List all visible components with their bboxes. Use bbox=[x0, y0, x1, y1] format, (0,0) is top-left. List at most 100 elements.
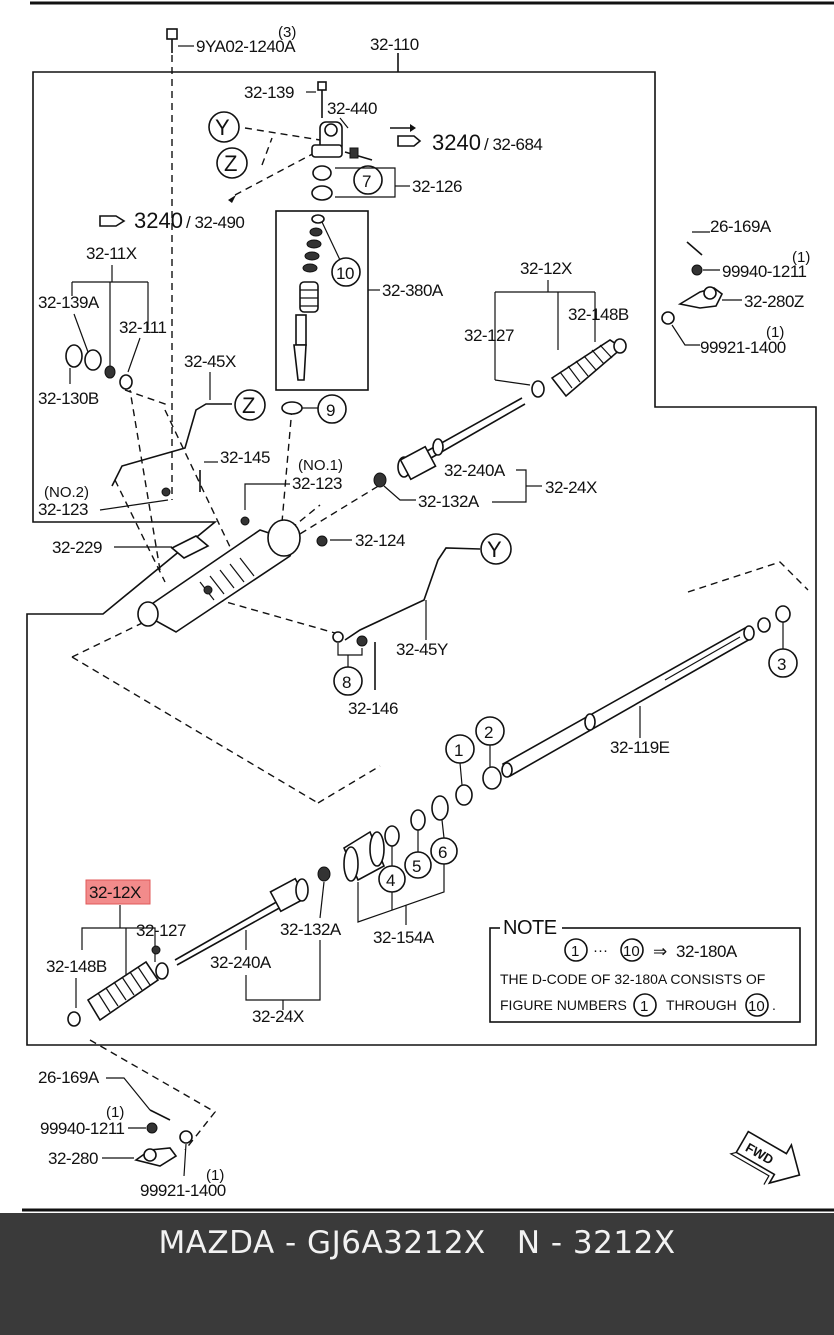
label-26-169a-bot: 26-169A bbox=[38, 1068, 100, 1087]
label-32-240a-top: 32-240A bbox=[444, 461, 506, 480]
label-32-280: 32-280 bbox=[48, 1149, 98, 1168]
bolt-9ya02 bbox=[166, 28, 194, 500]
pinion-stack bbox=[293, 214, 325, 381]
label-99921-qty-top: (1) bbox=[766, 324, 784, 341]
note-line2-start: 1 bbox=[640, 998, 648, 1015]
label-32-12x-top: 32-12X bbox=[520, 259, 572, 278]
highlight-box bbox=[85, 879, 151, 905]
label-32-24x-top: 32-24X bbox=[545, 478, 597, 497]
callout-y-top: Y bbox=[215, 115, 230, 140]
fwd-arrow-icon: FWD bbox=[729, 1130, 801, 1185]
note-range-end: 10 bbox=[623, 943, 640, 960]
note-range-dots: ··· bbox=[593, 942, 608, 959]
label-99940-qty-bot: (1) bbox=[106, 1104, 124, 1121]
label-32-240a-bot: 32-240A bbox=[210, 953, 272, 972]
label-32-139a: 32-139A bbox=[38, 293, 100, 312]
label-32-132a-top: 32-132A bbox=[418, 492, 480, 511]
label-32-110: 32-110 bbox=[370, 35, 419, 54]
seal-32-139a bbox=[65, 344, 133, 390]
callout-10: 10 bbox=[336, 264, 354, 283]
label-32-126: 32-126 bbox=[412, 177, 462, 196]
label-32-148b-top: 32-148B bbox=[568, 305, 629, 324]
note-line2-end: 10 bbox=[748, 998, 765, 1015]
label-9ya02-1240a: 9YA02-1240A bbox=[196, 37, 296, 56]
label-ref-32-490: / 32-490 bbox=[186, 213, 244, 232]
note-range-start: 1 bbox=[571, 943, 579, 960]
label-32-124: 32-124 bbox=[355, 531, 405, 550]
label-32-280z: 32-280Z bbox=[744, 292, 804, 311]
label-99921-1400-bot: 99921-1400 bbox=[140, 1181, 226, 1200]
label-ref-3240-top: 3240 bbox=[432, 130, 481, 155]
tie-rod-end-32-280z bbox=[677, 286, 724, 309]
note-target: 32-180A bbox=[676, 942, 738, 961]
label-32-11x: 32-11X bbox=[86, 244, 137, 263]
callout-8: 8 bbox=[342, 673, 351, 692]
label-32-132a-bot: 32-132A bbox=[280, 920, 342, 939]
callout-9: 9 bbox=[326, 401, 335, 420]
label-32-127-top: 32-127 bbox=[464, 326, 514, 345]
boot-32-12x-top bbox=[531, 338, 627, 398]
note-heading: NOTE bbox=[503, 917, 557, 939]
pointing-hand-icon-left bbox=[99, 215, 126, 227]
parts-diagram: 9YA02-1240A (3) 32-110 32-139 32-440 Y Z… bbox=[22, 1, 834, 1212]
label-32-45y: 32-45Y bbox=[396, 640, 448, 659]
note-line2b: THROUGH bbox=[666, 997, 737, 1013]
callout-3: 3 bbox=[777, 655, 786, 674]
label-32-24x-bot: 32-24X bbox=[252, 1007, 304, 1026]
label-99940-1211-bot: 99940-1211 bbox=[40, 1119, 125, 1138]
label-32-12x-highlight: 32-12X bbox=[89, 883, 141, 902]
label-32-440: 32-440 bbox=[327, 99, 377, 118]
label-9ya02-qty: (3) bbox=[278, 24, 296, 41]
label-32-139: 32-139 bbox=[244, 83, 294, 102]
label-no1: (NO.1) bbox=[298, 457, 343, 474]
label-32-380a: 32-380A bbox=[382, 281, 444, 300]
pipe-32-45y bbox=[344, 547, 481, 641]
label-99940-qty-top: (1) bbox=[792, 249, 810, 266]
pipe-32-45x bbox=[111, 403, 232, 487]
label-32-111: 32-111 bbox=[119, 318, 166, 337]
callout-1: 1 bbox=[454, 741, 463, 760]
rack-32-119e bbox=[501, 605, 791, 778]
label-26-169a-top: 26-169A bbox=[710, 217, 772, 236]
callout-6: 6 bbox=[438, 843, 447, 862]
label-32-123-no1: 32-123 bbox=[292, 474, 342, 493]
assembly-outline bbox=[26, 71, 817, 1046]
boot-32-12x-bot bbox=[67, 945, 169, 1027]
label-32-154a: 32-154A bbox=[373, 928, 435, 947]
label-99921-1400-top: 99921-1400 bbox=[700, 338, 786, 357]
callout-5: 5 bbox=[412, 857, 421, 876]
note-line2a: FIGURE NUMBERS bbox=[500, 997, 627, 1013]
label-32-229: 32-229 bbox=[52, 538, 102, 557]
callout-y-mid: Y bbox=[487, 537, 502, 562]
pointing-hand-icon bbox=[390, 124, 422, 147]
callout-z-top: Z bbox=[224, 151, 237, 176]
callout-2: 2 bbox=[484, 723, 493, 742]
note-line2-period: . bbox=[772, 997, 776, 1013]
note-line1: THE D-CODE OF 32-180A CONSISTS OF bbox=[500, 971, 765, 987]
tie-rod-32-240a-bot bbox=[174, 877, 309, 966]
label-32-45x: 32-45X bbox=[184, 352, 236, 371]
note-arrow: ⇒ bbox=[653, 942, 667, 961]
label-32-145: 32-145 bbox=[220, 448, 270, 467]
callout-7: 7 bbox=[362, 172, 371, 191]
callout-z-mid: Z bbox=[242, 393, 255, 418]
gear-housing bbox=[137, 487, 301, 633]
label-32-146: 32-146 bbox=[348, 699, 398, 718]
pinion-housing-top bbox=[311, 81, 373, 201]
bushing-32-154a bbox=[342, 830, 386, 882]
label-32-119e: 32-119E bbox=[610, 738, 670, 757]
part-number-caption: MAZDA - GJ6A3212X N - 3212X bbox=[158, 1225, 676, 1261]
label-99921-qty-bot: (1) bbox=[206, 1167, 224, 1184]
bracket-32-229 bbox=[170, 535, 210, 559]
callout-4: 4 bbox=[386, 871, 395, 890]
label-ref-32-684: / 32-684 bbox=[484, 135, 542, 154]
label-99940-1211-top: 99940-1211 bbox=[722, 262, 807, 281]
label-32-123-no2: 32-123 bbox=[38, 500, 88, 519]
tie-rod-end-32-280 bbox=[134, 1147, 178, 1167]
label-ref-3240-left: 3240 bbox=[134, 208, 183, 233]
tie-rod-32-240a-top bbox=[397, 397, 526, 481]
caption-bar: MAZDA - GJ6A3212X N - 3212X bbox=[0, 1213, 834, 1335]
label-no2: (NO.2) bbox=[44, 484, 89, 501]
label-32-127-bot: 32-127 bbox=[136, 921, 186, 940]
label-32-148b-bot: 32-148B bbox=[46, 957, 107, 976]
